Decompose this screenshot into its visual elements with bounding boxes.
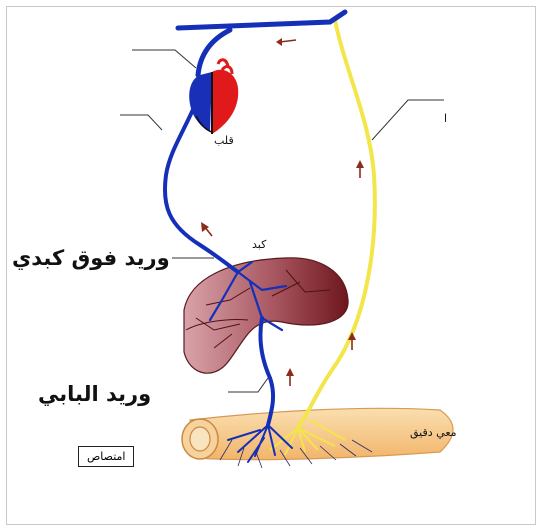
liver [184, 258, 348, 373]
label-portal-vein: وريد البابي [38, 382, 151, 406]
leader-lines [120, 50, 444, 392]
absorption-box: امتصاص [78, 446, 134, 467]
thoracic-duct [270, 20, 375, 455]
label-hepatic-vein: وريد فوق كبدي [12, 246, 170, 270]
label-liver: كبد [252, 238, 266, 251]
label-partial: ا [444, 112, 447, 125]
label-absorption: امتصاص [87, 450, 125, 463]
label-heart: قلب [214, 134, 234, 147]
label-small-intestine: معي دقيق [410, 426, 457, 439]
